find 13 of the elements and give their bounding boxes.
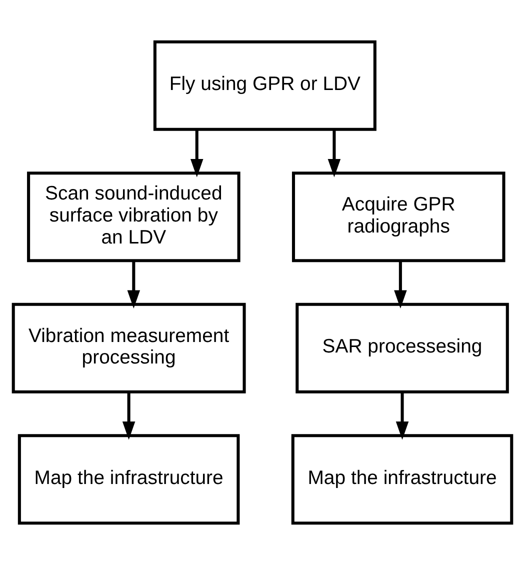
arrow — [122, 392, 136, 440]
node-box: Fly using GPR or LDV — [153, 40, 376, 130]
node-box: Scan sound-induced surface vibration by an LDV — [27, 171, 240, 262]
arrow — [190, 129, 204, 177]
arrow — [328, 129, 341, 177]
node-box: Map the infrastructure — [291, 434, 514, 524]
node-box: Map the infrastructure — [18, 434, 240, 524]
arrow — [394, 260, 407, 308]
arrow — [127, 260, 140, 308]
node-box: SAR processesing — [296, 302, 509, 393]
node-box: Vibration measurement processing — [12, 302, 246, 393]
arrow — [396, 392, 409, 440]
node-box: Acquire GPR radiographs — [292, 171, 506, 262]
